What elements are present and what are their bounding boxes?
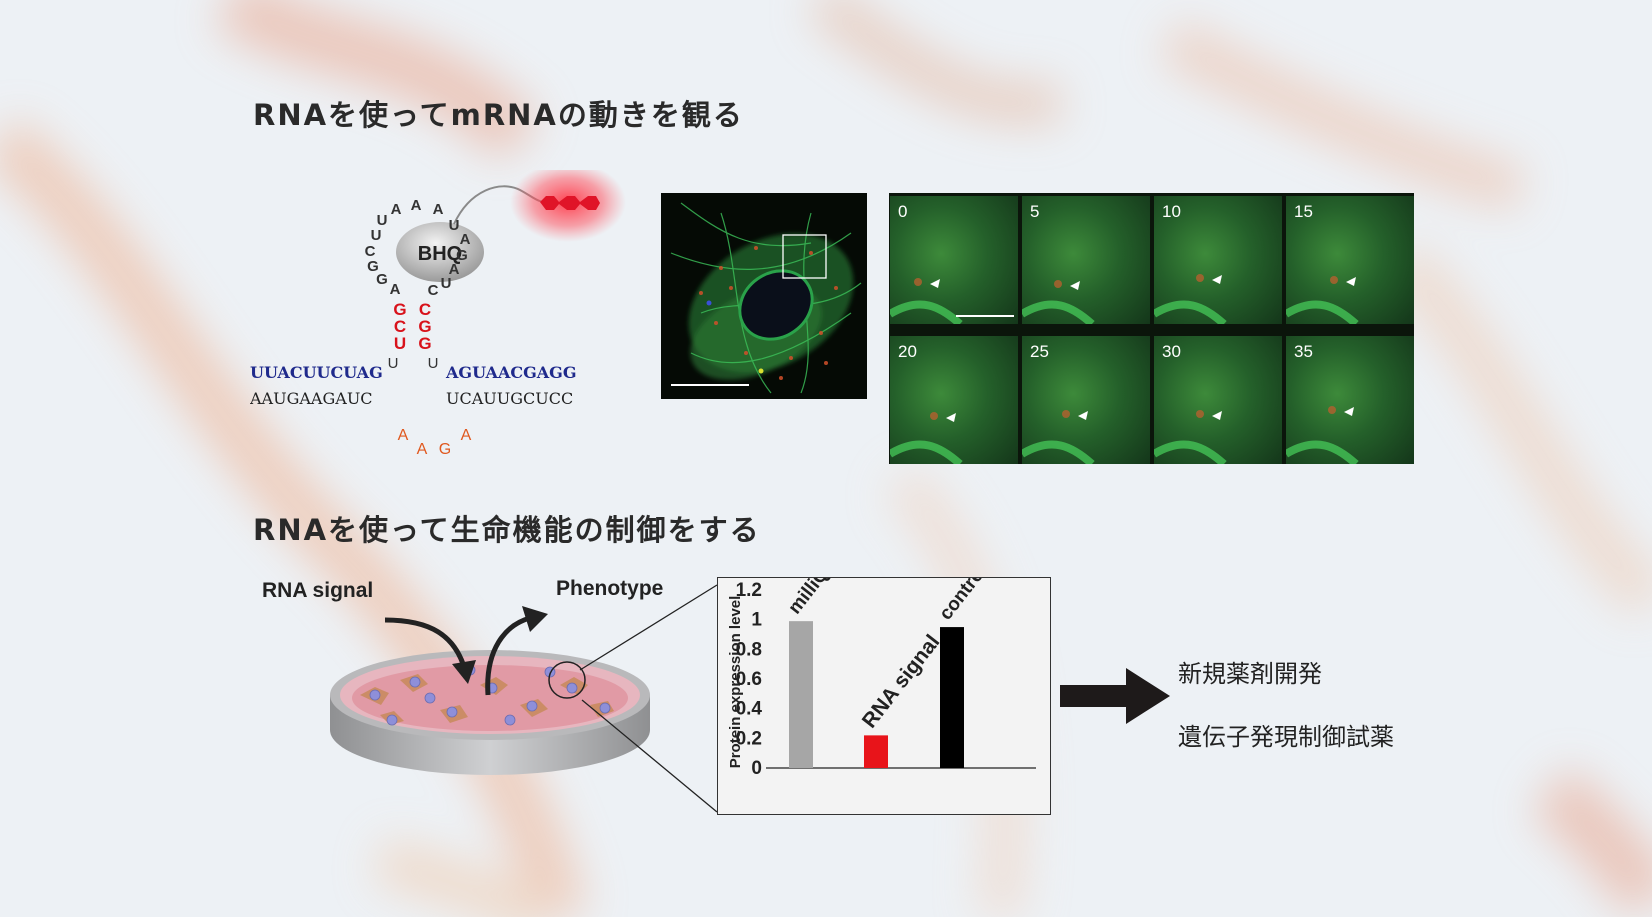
strand-bottom-left: AAUGAAGAUC <box>250 389 373 408</box>
loop-nucleotide: C <box>365 243 376 260</box>
bar-category-label: RNA signal <box>858 631 945 733</box>
stem-nucleotide: G <box>418 334 431 353</box>
arrowhead-marker <box>930 279 940 288</box>
outcome-drug-development: 新規薬剤開発 <box>1178 660 1322 688</box>
loop-nucleotide: C <box>428 282 439 299</box>
fluorophore-dye <box>540 196 600 210</box>
arrow-into-dish <box>384 617 468 671</box>
bar-rna-signal <box>864 735 888 768</box>
y-tick-label: 0 <box>751 758 762 779</box>
cell-nucleus <box>738 269 814 341</box>
stem-nucleotide: C <box>419 300 431 319</box>
outcome-gene-expression-reagent: 遺伝子発現制御試薬 <box>1178 723 1394 751</box>
loop-nucleotide: A <box>390 281 401 298</box>
loop-nucleotide: G <box>367 258 379 275</box>
frame-time-label: 25 <box>1030 342 1049 361</box>
timelapse-frame: 10 <box>1154 196 1282 324</box>
bar-milliq <box>789 621 813 768</box>
loop-nucleotide: G <box>456 247 468 264</box>
frame-time-label: 15 <box>1294 202 1313 221</box>
stem-nucleotide: U <box>394 334 406 353</box>
stem-nucleotide: C <box>394 317 406 336</box>
zoom-region-box <box>782 234 827 279</box>
y-tick-label: 1.2 <box>736 580 762 601</box>
bulge-nucleotide-right: U <box>428 355 439 372</box>
timelapse-frame: 20 <box>890 336 1018 464</box>
strand-bottom-right: UCAUUGCUCC <box>446 389 573 408</box>
bottom-loop-nucleotide: G <box>439 441 451 458</box>
loop-nucleotide: A <box>391 201 402 218</box>
bottom-loop-nucleotide: A <box>398 427 409 444</box>
loop-nucleotide: A <box>433 201 444 218</box>
y-tick-label: 0.2 <box>736 728 762 749</box>
bottom-loop-nucleotide: A <box>417 441 428 458</box>
arrowhead-marker <box>946 413 956 422</box>
y-axis-label: Protein expression level <box>727 596 744 769</box>
loop-nucleotide: A <box>449 261 460 278</box>
frame-time-label: 35 <box>1294 342 1313 361</box>
bottom-loop-nucleotide: A <box>461 427 472 444</box>
stem-nucleotide: G <box>393 300 406 319</box>
stem-nucleotide: G <box>418 317 431 336</box>
rna-signal-label: RNA signal <box>262 579 374 602</box>
y-tick-label: 0.6 <box>736 669 762 690</box>
timelapse-frame: 5 <box>1022 196 1150 324</box>
phenotype-label: Phenotype <box>556 577 664 600</box>
timelapse-frame: 35 <box>1286 336 1414 464</box>
arrowhead-marker <box>1346 277 1356 286</box>
timelapse-frame: 25 <box>1022 336 1150 464</box>
loop-nucleotide: G <box>376 271 388 288</box>
timelapse-frame: 30 <box>1154 336 1282 464</box>
arrow-out-of-dish <box>485 615 531 696</box>
loop-nucleotide: A <box>411 197 422 214</box>
timelapse-frame-grid: 0 5 10 15 20 25 30 35 <box>889 193 1414 464</box>
strand-top-left: UUACUUCUAG <box>250 363 383 382</box>
frame-time-label: 10 <box>1162 202 1181 221</box>
flow-arrows <box>384 606 548 696</box>
timelapse-frame: 0 <box>890 196 1018 324</box>
arrowhead-marker <box>1078 411 1088 420</box>
frame-time-label: 5 <box>1030 202 1040 221</box>
y-tick-label: 0.4 <box>736 699 763 720</box>
frame-time-label: 20 <box>898 342 917 361</box>
arrowhead-marker <box>1212 275 1222 284</box>
heading-observe-mrna: RNAを使ってmRNAの動きを観る <box>253 98 744 132</box>
zoom-callout-lines <box>579 584 718 813</box>
loop-nucleotide: A <box>460 231 471 248</box>
arrowhead-marker <box>1070 281 1080 290</box>
loop-nucleotide: U <box>371 227 382 244</box>
loop-nucleotide: U <box>377 212 388 229</box>
loop-nucleotide: U <box>441 275 452 292</box>
bar-control <box>940 627 964 768</box>
result-arrow <box>1060 668 1170 724</box>
frame-time-label: 0 <box>898 202 908 221</box>
arrowhead-marker <box>1212 411 1222 420</box>
bar-category-label: control <box>935 578 991 624</box>
frame-time-label: 30 <box>1162 342 1181 361</box>
y-tick-label: 1 <box>751 610 762 631</box>
strand-top-right: AGUAACGAGG <box>445 363 577 382</box>
cell-microscopy-image <box>661 193 867 399</box>
timelapse-frame: 15 <box>1286 196 1414 324</box>
heading-control-life-function: RNAを使って生命機能の制御をする <box>253 513 761 547</box>
loop-nucleotide: U <box>449 217 460 234</box>
petri-dish-illustration <box>330 650 650 775</box>
bulge-nucleotide-left: U <box>388 355 399 372</box>
quencher-label: BHQ <box>418 243 462 265</box>
magnify-circle <box>548 661 586 699</box>
arrowhead-marker <box>1344 407 1354 416</box>
bar-category-label: milliQ <box>784 578 833 618</box>
quencher-bhq-oval <box>396 222 484 282</box>
y-tick-label: 0.8 <box>736 639 762 660</box>
